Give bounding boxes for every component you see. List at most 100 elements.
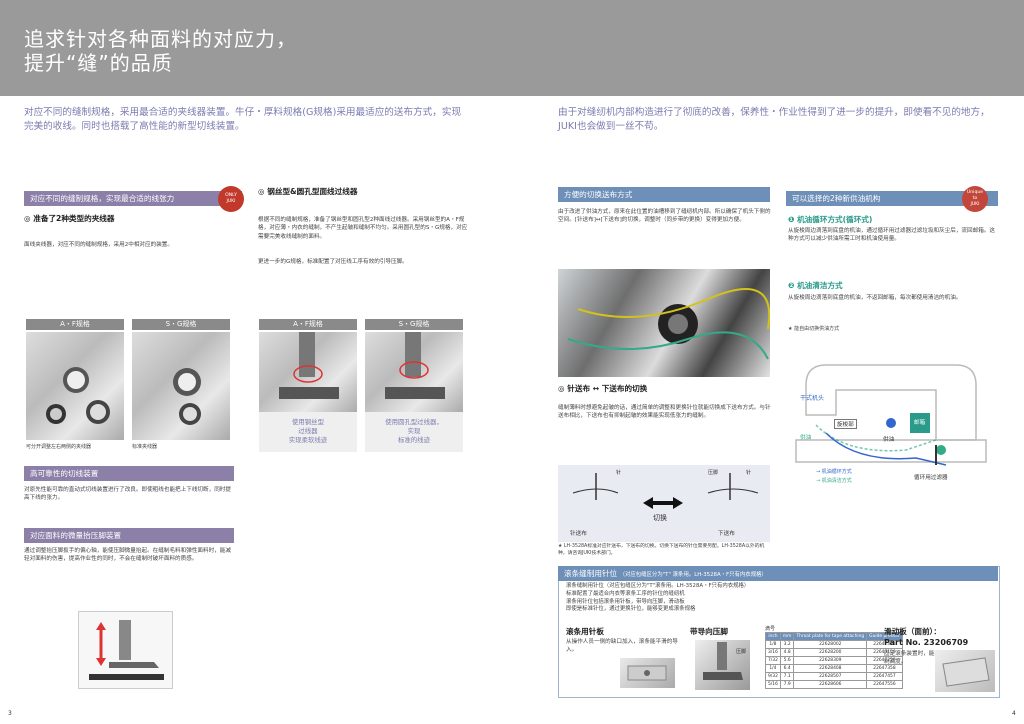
label-af-tension: A・F规格 <box>26 319 124 330</box>
table-cell: 3.2 <box>779 640 795 649</box>
thread-trimmer-text: 对原先性能可靠的直动式切线装置进行了改良。即使粗线也能把上下线切断，同时提高下线… <box>24 487 231 502</box>
feed-diagram: 针 压脚 针 切换 针送布 下送布 <box>558 465 770 542</box>
right-intro: 由于对缝纫机内部构造进行了彻底的改善，保养性・作业性得到了进一步的提升，即使看不… <box>558 107 990 132</box>
page-number-left: 3 <box>8 710 12 717</box>
round-hole-guide-icon <box>385 332 445 399</box>
table-cell: 22628309 <box>793 656 868 665</box>
oil-circulation-text: 从旋梭周边滴落到底盘的机油，通过循环用过滤器过滤垃圾和灰尘后，流回邮箱。这种方式… <box>788 228 995 243</box>
guide-foot-title: 带导向压脚 <box>690 627 728 636</box>
section-bar-presser-lift: 对应面料的微量抬压脚装置 <box>24 528 234 543</box>
slide-plate-icon <box>942 657 990 687</box>
slide-plate-part-number: Part No. 23206709 <box>884 638 969 647</box>
caption-sg-tension: 标准夹线器 <box>132 444 158 450</box>
guide-foot-label: 压脚 <box>736 649 747 655</box>
caption-line: 过线器 <box>298 427 318 435</box>
tension-mechanism-icon <box>173 368 201 425</box>
diagram-switch-label: 切换 <box>653 514 667 522</box>
guide-caption-sg: 使用圆孔型过线器， 实现 标准的线迹 <box>365 412 463 452</box>
machine-internal-icon <box>567 288 771 360</box>
page-title-line2: 提升“缝”的品质 <box>24 51 173 75</box>
slide-plate-photo <box>935 650 995 692</box>
label-sg-guide: S・G规格 <box>365 319 463 330</box>
sewing-machine-outline-icon <box>795 364 987 466</box>
caption-line: 使用圆孔型过线器， <box>385 418 443 426</box>
diagram-bottom-feed-label: 下送布 <box>718 531 735 537</box>
table-cell: 4.8 <box>779 648 795 657</box>
part-number-table: inch mm Throat plate for tape attaching … <box>765 632 903 689</box>
tension-mechanism-icon <box>46 367 110 424</box>
part-number-table-wrap: 滴号 inch mm Throat plate for tape attachi… <box>765 625 903 689</box>
badge-line2: to <box>972 196 978 201</box>
thread-guide-text2: 更进一步的G规格，标准配置了对压线工序有效的引导压脚。 <box>258 259 408 265</box>
section-bar-oil-supply: 可以选择的2种新供油机构 <box>786 191 998 206</box>
hook-label: 旋梭部 <box>834 419 857 429</box>
diagram-presser-label: 压脚 <box>708 470 719 476</box>
tape-plate-photo <box>620 658 675 688</box>
presser-lift-illustration <box>78 611 173 689</box>
table-cell: 7.9 <box>779 680 795 689</box>
table-cell: 9/32 <box>765 672 781 681</box>
table-cell: 22628002 <box>793 640 868 649</box>
oil-note: ★ 能自由切换供油方式 <box>788 326 840 332</box>
table-cell: 22628507 <box>793 672 868 681</box>
diagram-needle-label: 针 <box>616 470 622 476</box>
feed-switch-photo <box>558 269 771 377</box>
part-table-title: 滴号 <box>765 626 776 632</box>
presser-foot-icon <box>89 620 164 680</box>
badge-line1: Unique <box>966 190 984 195</box>
guide-caption-af: 使用钢丝型 过线器 实现柔软线迹 <box>259 412 357 452</box>
table-cell: 22628606 <box>793 680 868 689</box>
oil-diagram: 干式机头 旋梭部 邮箱 供油 供油 循环用过滤器 → 机油循环方式 → 机油清洁… <box>786 345 998 495</box>
presser-lift-text: 通过调整抬压脚扳手的偏心轴，能使压脚微量抬起。在缝制毛料和弹性面料时，能减轻对面… <box>24 548 231 563</box>
tape-binding-title: 滚条缝制用针位 <box>564 569 618 578</box>
section-bar-thread-trimmer: 高可靠性的切线装置 <box>24 466 234 481</box>
table-cell: 22647457 <box>866 672 903 681</box>
thread-guide-text: 根据不同的缝制规格，准备了钢丝型和圆孔型2种面线过线器。采用钢丝型的A・F规格，… <box>258 217 468 240</box>
page-title-line1: 追求针对各种面料的对应力， <box>24 27 297 51</box>
diagram-needle-feed-label: 针送布 <box>570 531 587 537</box>
feed-switch-note: ★ LH-3528A标准对应针送布，下送布的切换。切换下送布的针位需要另配。LH… <box>558 544 765 556</box>
page-number-right: 4 <box>1012 710 1016 717</box>
feed-switch-diagram-icon <box>572 473 759 509</box>
tension-text: 面线夹线器，对应不同的缝制规格，采用2中相对应的装置。 <box>24 242 173 248</box>
only-juki-badge: ONLY JUKI <box>218 186 244 212</box>
badge-line2: JUKI <box>226 199 236 204</box>
slide-plate-text: 固定滚条装置时，能抑制高度。 <box>884 651 940 666</box>
presser-foot-icon <box>703 642 743 680</box>
tape-binding-text: 滚条缝制用针位（对应包缝区分为"T"滚条用。LH-3528A・F只有内衣规格） … <box>566 583 750 613</box>
supply-label: 供油 <box>800 435 812 441</box>
table-cell: 22647556 <box>866 680 903 689</box>
tape-plate-text: 从操作人员一侧的缺口加入，滚条能平滑的导入。 <box>566 639 678 654</box>
tension-photo-sg <box>132 332 230 440</box>
table-cell: 1/8 <box>765 640 781 649</box>
section-bar-feed-switch: 方便的切换送布方式 <box>558 187 770 202</box>
table-cell: 22628408 <box>793 664 868 673</box>
header-cell: Throat plate for tape attaching <box>793 632 868 641</box>
table-header-row: inch mm Throat plate for tape attaching … <box>765 632 903 641</box>
tape-binding-bar-note: （对应包缝区分为"T" 滚条用。LH-3528A・F只有内衣规格） <box>619 572 767 578</box>
table-cell: 3/16 <box>765 648 781 657</box>
oil-clean-heading: ❷ 机油清洁方式 <box>788 281 843 290</box>
table-cell: 5.6 <box>779 656 795 665</box>
header-cell: inch <box>765 632 781 641</box>
table-cell: 5/16 <box>765 680 781 689</box>
tension-photo-af <box>26 332 124 440</box>
feed-switch-text2: 缝制薄料时想避免起皱的话，通过简单的调整和更换针位就能切换成下送布方式。与针送布… <box>558 405 771 420</box>
caption-line: 使用钢丝型 <box>292 418 324 426</box>
guide-photo-sg <box>365 332 463 412</box>
badge-line3: JUKI <box>970 202 980 207</box>
guide-photo-af <box>259 332 357 412</box>
wire-guide-icon <box>279 332 339 399</box>
legend-circulation: → 机油循环方式 <box>816 469 852 475</box>
label-af-guide: A・F规格 <box>259 319 357 330</box>
tension-subheading: ◎ 准备了2种类型的夹线器 <box>24 214 115 223</box>
caption-line: 实现 <box>407 427 421 435</box>
supply2-label: 供油 <box>883 437 895 443</box>
diagram-needle2-label: 针 <box>746 470 752 476</box>
